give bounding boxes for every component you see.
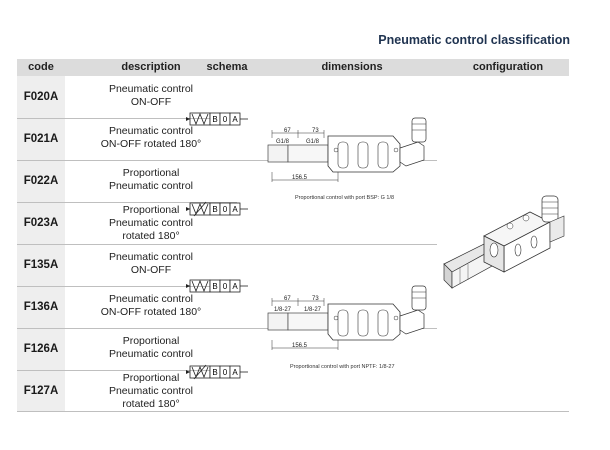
drawing-caption-bsp: Proportional control with port BSP: G 1/… (295, 195, 395, 201)
dimension-drawing-bsp: 67 73 G1/8 G1/8 156.5 (267, 117, 427, 182)
drawing-caption-nptf: Proportional control with port NPTF: 1/8… (290, 364, 395, 370)
row-divider (17, 160, 437, 161)
schema-label-b: B (212, 282, 217, 291)
table-row: F022A Proportional Pneumatic control (17, 160, 237, 202)
schema-symbol-onoff: B 0 A (186, 112, 248, 126)
row-code: F136A (23, 301, 59, 313)
desc-line: ON-OFF rotated 180° (100, 138, 202, 150)
header-dimensions: dimensions (321, 61, 383, 73)
row-code: F021A (23, 133, 59, 145)
desc-line: Pneumatic control (108, 348, 194, 360)
schema-label-0: 0 (223, 115, 228, 124)
schema-label-b: B (212, 205, 217, 214)
desc-line: Pneumatic control (108, 293, 194, 305)
table-bottom-border (17, 411, 569, 412)
desc-line: rotated 180° (122, 398, 180, 410)
schema-label-0: 0 (223, 205, 228, 214)
schema-label-a: A (232, 205, 238, 214)
dim-label-length: 156.5 (292, 175, 308, 181)
page-title: Pneumatic control classification (378, 33, 570, 47)
row-description: Pneumatic control ON-OFF (69, 251, 233, 277)
row-divider (17, 244, 437, 245)
row-code: F127A (23, 385, 59, 397)
row-code: F126A (23, 343, 59, 355)
dim-label-67: 67 (284, 128, 291, 134)
header-schema: schema (206, 61, 248, 73)
row-description: Pneumatic control ON-OFF rotated 180° (69, 293, 233, 319)
table-row: F021A Pneumatic control ON-OFF rotated 1… (17, 118, 237, 160)
table-row: F020A Pneumatic control ON-OFF (17, 76, 237, 118)
desc-line: Pneumatic control (108, 125, 194, 137)
row-divider (17, 370, 237, 371)
row-description: Proportional Pneumatic control (69, 335, 233, 361)
row-code: F022A (23, 175, 59, 187)
dim-label-73: 73 (312, 128, 319, 134)
row-divider (17, 118, 237, 119)
desc-line: Proportional (122, 372, 180, 384)
schema-label-b: B (212, 115, 217, 124)
desc-line: Pneumatic control (108, 83, 194, 95)
desc-line: Pneumatic control (108, 385, 194, 397)
row-code: F020A (23, 91, 59, 103)
configuration-illustration (443, 195, 565, 289)
desc-line: Pneumatic control (108, 180, 194, 192)
row-description: Proportional Pneumatic control (69, 167, 233, 193)
row-description: Proportional Pneumatic control rotated 1… (69, 204, 233, 243)
schema-label-b: B (212, 368, 217, 377)
header-description: description (121, 61, 181, 73)
schema-label-0: 0 (223, 282, 228, 291)
desc-line: Proportional (122, 167, 180, 179)
desc-line: rotated 180° (122, 230, 180, 242)
table-row: F023A Proportional Pneumatic control rot… (17, 202, 237, 244)
table-row: F135A Pneumatic control ON-OFF (17, 244, 237, 286)
desc-line: ON-OFF (130, 264, 172, 276)
schema-label-a: A (232, 115, 238, 124)
row-description: Proportional Pneumatic control rotated 1… (69, 372, 233, 411)
desc-line: Proportional (122, 335, 180, 347)
code-column (17, 76, 65, 411)
row-code: F023A (23, 217, 59, 229)
dimension-drawing-nptf: 67 73 1/8-27 1/8-27 156.5 (267, 285, 427, 350)
dim-label-73: 73 (312, 296, 319, 302)
row-description: Pneumatic control ON-OFF rotated 180° (69, 125, 233, 151)
table-row: F126A Proportional Pneumatic control (17, 328, 237, 370)
schema-symbol-onoff: B 0 A (186, 279, 248, 293)
header-configuration: configuration (472, 61, 544, 73)
schema-label-a: A (232, 368, 238, 377)
desc-line: Pneumatic control (108, 217, 194, 229)
schema-symbol-proportional: B 0 A (186, 201, 248, 217)
dim-label-67: 67 (284, 296, 291, 302)
port-label: G1/8 (306, 139, 320, 145)
table-row: F136A Pneumatic control ON-OFF rotated 1… (17, 286, 237, 328)
dim-label-length: 156.5 (292, 343, 308, 349)
desc-line: Pneumatic control (108, 251, 194, 263)
row-divider (17, 328, 437, 329)
row-divider (17, 202, 237, 203)
port-label: G1/8 (276, 139, 290, 145)
table-row: F127A Proportional Pneumatic control rot… (17, 370, 237, 411)
desc-line: ON-OFF (130, 96, 172, 108)
row-code: F135A (23, 259, 59, 271)
desc-line: ON-OFF rotated 180° (100, 306, 202, 318)
schema-label-0: 0 (223, 368, 228, 377)
port-label: 1/8-27 (274, 307, 292, 313)
schema-symbol-proportional: B 0 A (186, 364, 248, 380)
schema-label-a: A (232, 282, 238, 291)
row-divider (17, 286, 237, 287)
table-header: code description schema dimensions confi… (17, 59, 569, 76)
port-label: 1/8-27 (304, 307, 322, 313)
header-code: code (28, 61, 54, 73)
desc-line: Proportional (122, 204, 180, 216)
row-description: Pneumatic control ON-OFF (69, 83, 233, 109)
